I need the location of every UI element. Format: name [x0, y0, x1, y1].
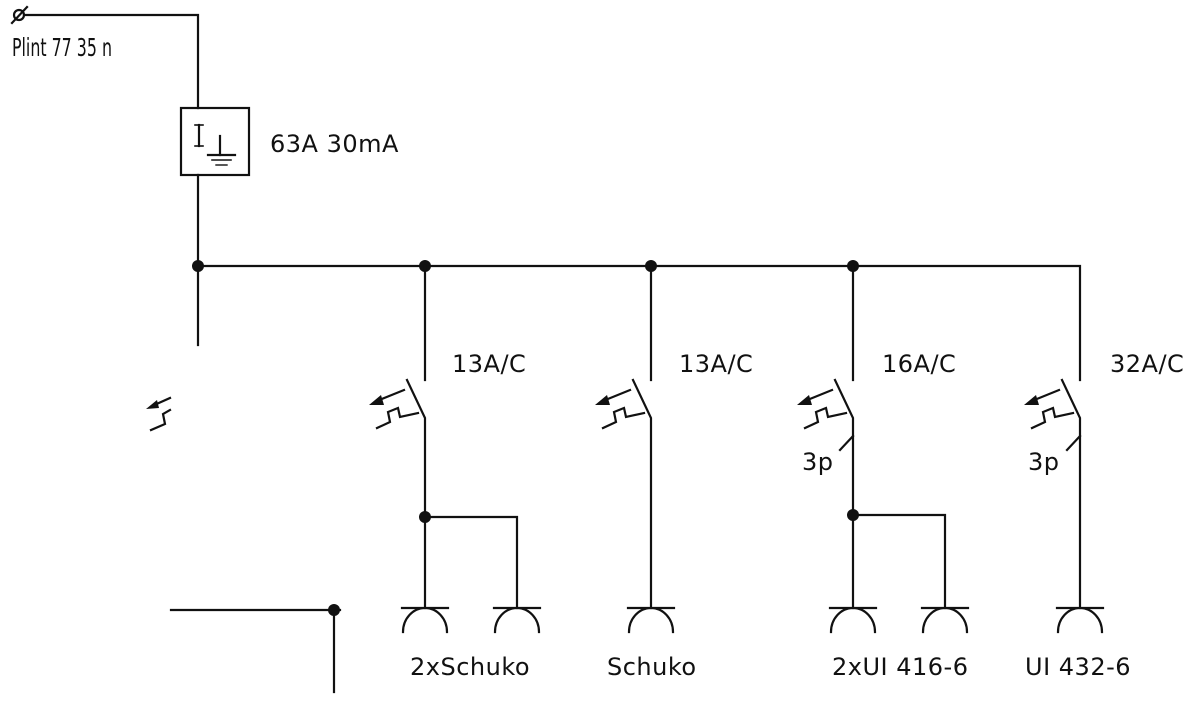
poles-label-3: 3p [802, 448, 834, 476]
circuit-breaker-icon [405, 378, 427, 610]
breaker-trip-fragment-icon [146, 396, 172, 432]
socket-wire [851, 513, 947, 610]
trip-arrowhead-icon [1024, 395, 1039, 405]
junction-dot [847, 509, 859, 521]
socket-icon [920, 606, 970, 634]
load-label-4: UI 432-6 [1025, 653, 1131, 681]
trip-arrowhead-icon [369, 395, 384, 405]
trip-arrowhead-icon [595, 395, 610, 405]
thermal-trip-icon [803, 406, 848, 430]
breaker-rating-3: 16A/C [882, 350, 956, 378]
poles-label-4: 3p [1028, 448, 1060, 476]
multi-pole-tick-icon [838, 434, 855, 452]
outgoing-wire [169, 608, 342, 694]
circuit-breaker-icon [1060, 378, 1082, 610]
socket-icon [400, 606, 450, 634]
socket-icon [828, 606, 878, 634]
socket-wire [423, 515, 519, 610]
socket-icon [1055, 606, 1105, 634]
supply-label: Plint 77 35 n [12, 32, 112, 62]
trip-arrowhead-icon [797, 395, 812, 405]
rcd-rating: 63A 30mA [270, 130, 399, 158]
breaker-rating-1: 13A/C [452, 350, 526, 378]
circuit-breaker-icon [631, 378, 653, 610]
thermal-trip-icon [1030, 406, 1075, 430]
breaker-rating-4: 32A/C [1110, 350, 1184, 378]
junction-dot [328, 604, 340, 616]
load-label-1: 2xSchuko [410, 653, 530, 681]
junction-dot [419, 511, 431, 523]
supply-wire [22, 13, 200, 110]
breaker-rating-2: 13A/C [679, 350, 753, 378]
junction-dot [192, 260, 204, 272]
load-label-2: Schuko [607, 653, 697, 681]
rcd-icon [179, 106, 251, 177]
load-label-3: 2xUI 416-6 [832, 653, 968, 681]
thermal-trip-icon [601, 406, 646, 430]
socket-icon [492, 606, 542, 634]
thermal-trip-icon [375, 406, 420, 430]
socket-icon [626, 606, 676, 634]
multi-pole-tick-icon [1065, 434, 1082, 452]
busbar [196, 264, 1082, 382]
circuit-breaker-icon [833, 378, 855, 610]
